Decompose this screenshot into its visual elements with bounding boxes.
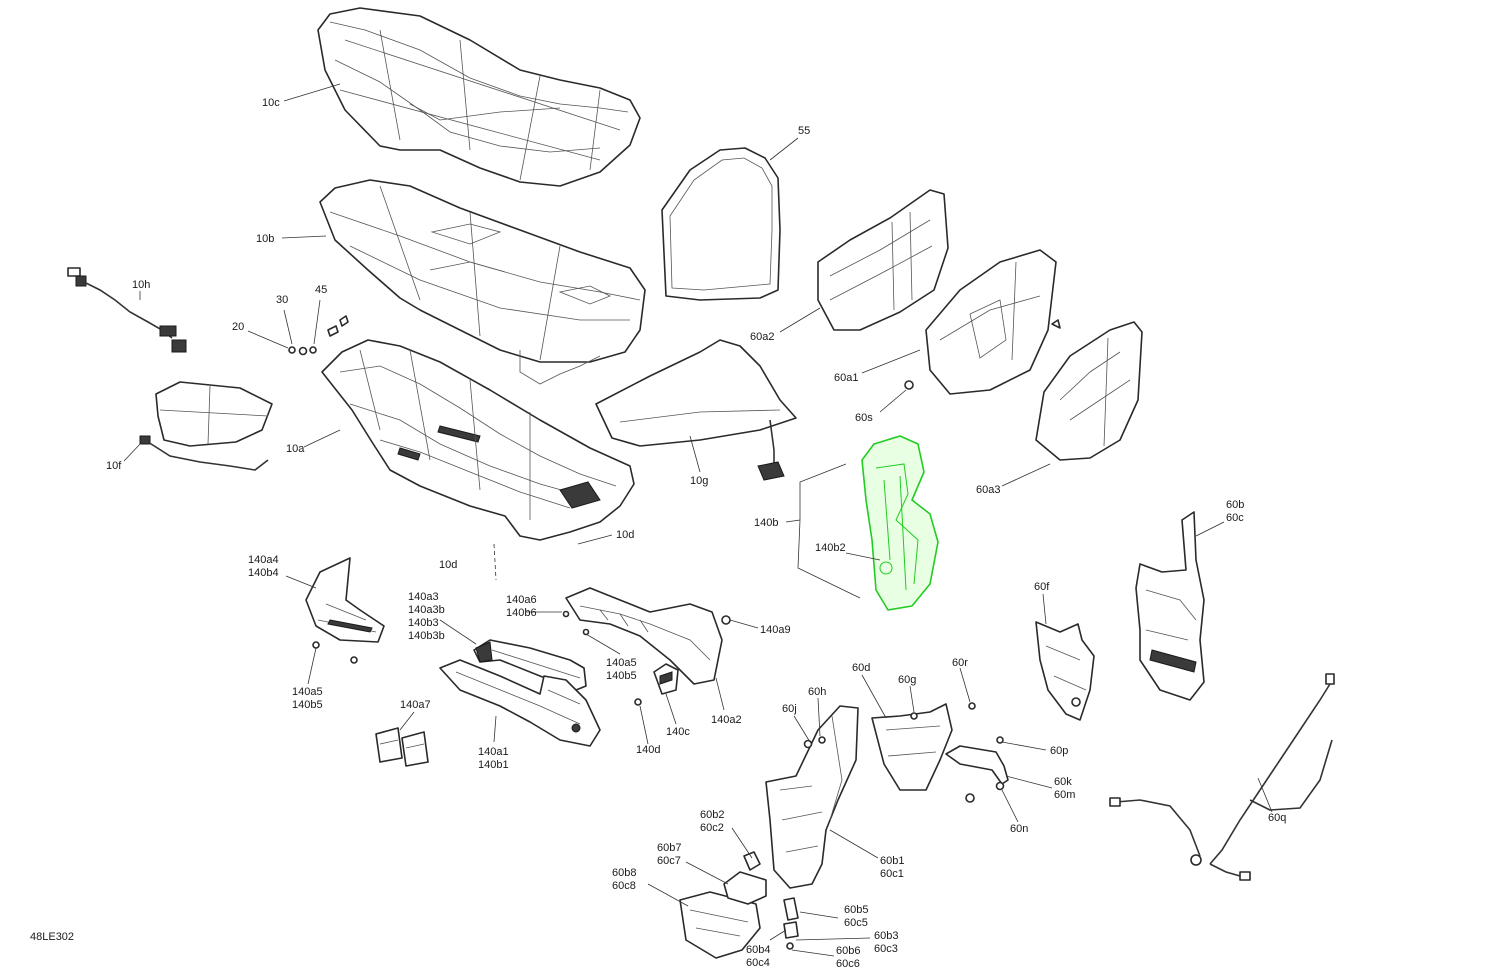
label-60q: 60q <box>1268 812 1286 824</box>
label-60n: 60n <box>1010 823 1028 835</box>
label-60c4: 60c4 <box>746 957 770 969</box>
spring-60b5[interactable] <box>783 897 799 950</box>
armrest-140a1[interactable] <box>439 659 601 747</box>
label-60b6: 60b6 <box>836 945 860 957</box>
label-140b4: 140b4 <box>248 567 279 579</box>
label-60b7: 60b7 <box>657 842 681 854</box>
seat-cover-10c[interactable] <box>317 7 641 187</box>
label-140a5-left: 140a5 <box>292 686 323 698</box>
label-140b6: 140b6 <box>506 607 537 619</box>
label-140b5-left: 140b5 <box>292 699 323 711</box>
label-10d-b: 10d <box>439 559 457 571</box>
label-140a2: 140a2 <box>711 714 742 726</box>
label-60s: 60s <box>855 412 873 424</box>
frame-60b1[interactable] <box>765 705 859 889</box>
label-140a9: 140a9 <box>760 624 791 636</box>
label-140a6: 140a6 <box>506 594 537 606</box>
label-60c-top: 60c <box>1226 512 1244 524</box>
label-140a5-mid: 140a5 <box>606 657 637 669</box>
label-140a7: 140a7 <box>400 699 431 711</box>
label-140a4: 140a4 <box>248 554 279 566</box>
label-10a: 10a <box>286 443 305 455</box>
cover-60b8[interactable] <box>679 891 761 959</box>
label-10h: 10h <box>132 279 150 291</box>
label-60c5: 60c5 <box>844 917 868 929</box>
label-140b5-mid: 140b5 <box>606 670 637 682</box>
label-60h: 60h <box>808 686 826 698</box>
label-60m: 60m <box>1054 789 1075 801</box>
hardware-20-30-45[interactable] <box>288 315 349 356</box>
frame-60b[interactable] <box>1135 511 1205 701</box>
label-60p: 60p <box>1050 745 1068 757</box>
label-55: 55 <box>798 125 810 137</box>
label-60b3: 60b3 <box>874 930 898 942</box>
label-140a3: 140a3 <box>408 591 439 603</box>
label-60a3: 60a3 <box>976 484 1000 496</box>
clips-140a7[interactable] <box>375 727 429 767</box>
callout-labels: 10c 55 10b 10h 30 45 20 60a2 60a1 60s 10… <box>30 97 1286 970</box>
label-60c8: 60c8 <box>612 880 636 892</box>
label-10c: 10c <box>262 97 280 109</box>
label-60g: 60g <box>898 674 916 686</box>
heat-pad-10f[interactable] <box>139 381 273 471</box>
label-10g: 10g <box>690 475 708 487</box>
label-60b8: 60b8 <box>612 867 636 879</box>
label-60b4: 60b4 <box>746 944 770 956</box>
label-140b1: 140b1 <box>478 759 509 771</box>
grip-140a3[interactable] <box>473 639 587 691</box>
label-60a1: 60a1 <box>834 372 858 384</box>
panel-10g[interactable] <box>595 339 797 481</box>
label-60b1: 60b1 <box>880 855 904 867</box>
seat-foam-10b[interactable] <box>319 179 646 385</box>
label-60d: 60d <box>852 662 870 674</box>
label-60k: 60k <box>1054 776 1072 788</box>
label-60c7: 60c7 <box>657 855 681 867</box>
backrest-60a3[interactable] <box>1035 321 1143 461</box>
harness-60q[interactable] <box>1109 673 1335 881</box>
armrest-frame-140a2[interactable] <box>562 587 731 685</box>
label-140a1: 140a1 <box>478 746 509 758</box>
drawing-code: 48LE302 <box>30 931 74 943</box>
label-30: 30 <box>276 294 288 306</box>
label-60b5: 60b5 <box>844 904 868 916</box>
label-60c3: 60c3 <box>874 943 898 955</box>
label-20: 20 <box>232 321 244 333</box>
plate-140c[interactable] <box>634 663 679 706</box>
label-60c1: 60c1 <box>880 868 904 880</box>
label-10b: 10b <box>256 233 274 245</box>
label-10f: 10f <box>106 460 122 472</box>
label-140b: 140b <box>754 517 778 529</box>
bracket-60d[interactable] <box>871 702 976 791</box>
label-140a3b: 140a3b <box>408 604 445 616</box>
label-140b3b: 140b3b <box>408 630 445 642</box>
pad-60b7[interactable] <box>723 851 767 905</box>
highlighted-part-140b2[interactable] <box>861 435 939 611</box>
label-10d-a: 10d <box>616 529 634 541</box>
leader-lines <box>123 83 1273 957</box>
label-140c: 140c <box>666 726 690 738</box>
label-45: 45 <box>315 284 327 296</box>
label-60b-top: 60b <box>1226 499 1244 511</box>
seat-base-10a[interactable] <box>321 339 635 541</box>
cover-140a4[interactable] <box>305 557 385 664</box>
label-60c2: 60c2 <box>700 822 724 834</box>
label-60b2: 60b2 <box>700 809 724 821</box>
backrest-60a2[interactable] <box>817 189 949 331</box>
label-140b3: 140b3 <box>408 617 439 629</box>
harness-10h[interactable] <box>67 267 187 353</box>
label-60c6: 60c6 <box>836 958 860 970</box>
gasket-55[interactable] <box>661 147 781 301</box>
label-60a2: 60a2 <box>750 331 774 343</box>
label-140d: 140d <box>636 744 660 756</box>
plate-60k[interactable] <box>945 736 1009 803</box>
label-60j: 60j <box>782 703 797 715</box>
backrest-60a1[interactable] <box>925 249 1061 395</box>
label-140b2: 140b2 <box>815 542 846 554</box>
plug-60s[interactable] <box>904 380 914 390</box>
label-60r: 60r <box>952 657 968 669</box>
bracket-60f[interactable] <box>1035 621 1095 721</box>
label-60f: 60f <box>1034 581 1050 593</box>
